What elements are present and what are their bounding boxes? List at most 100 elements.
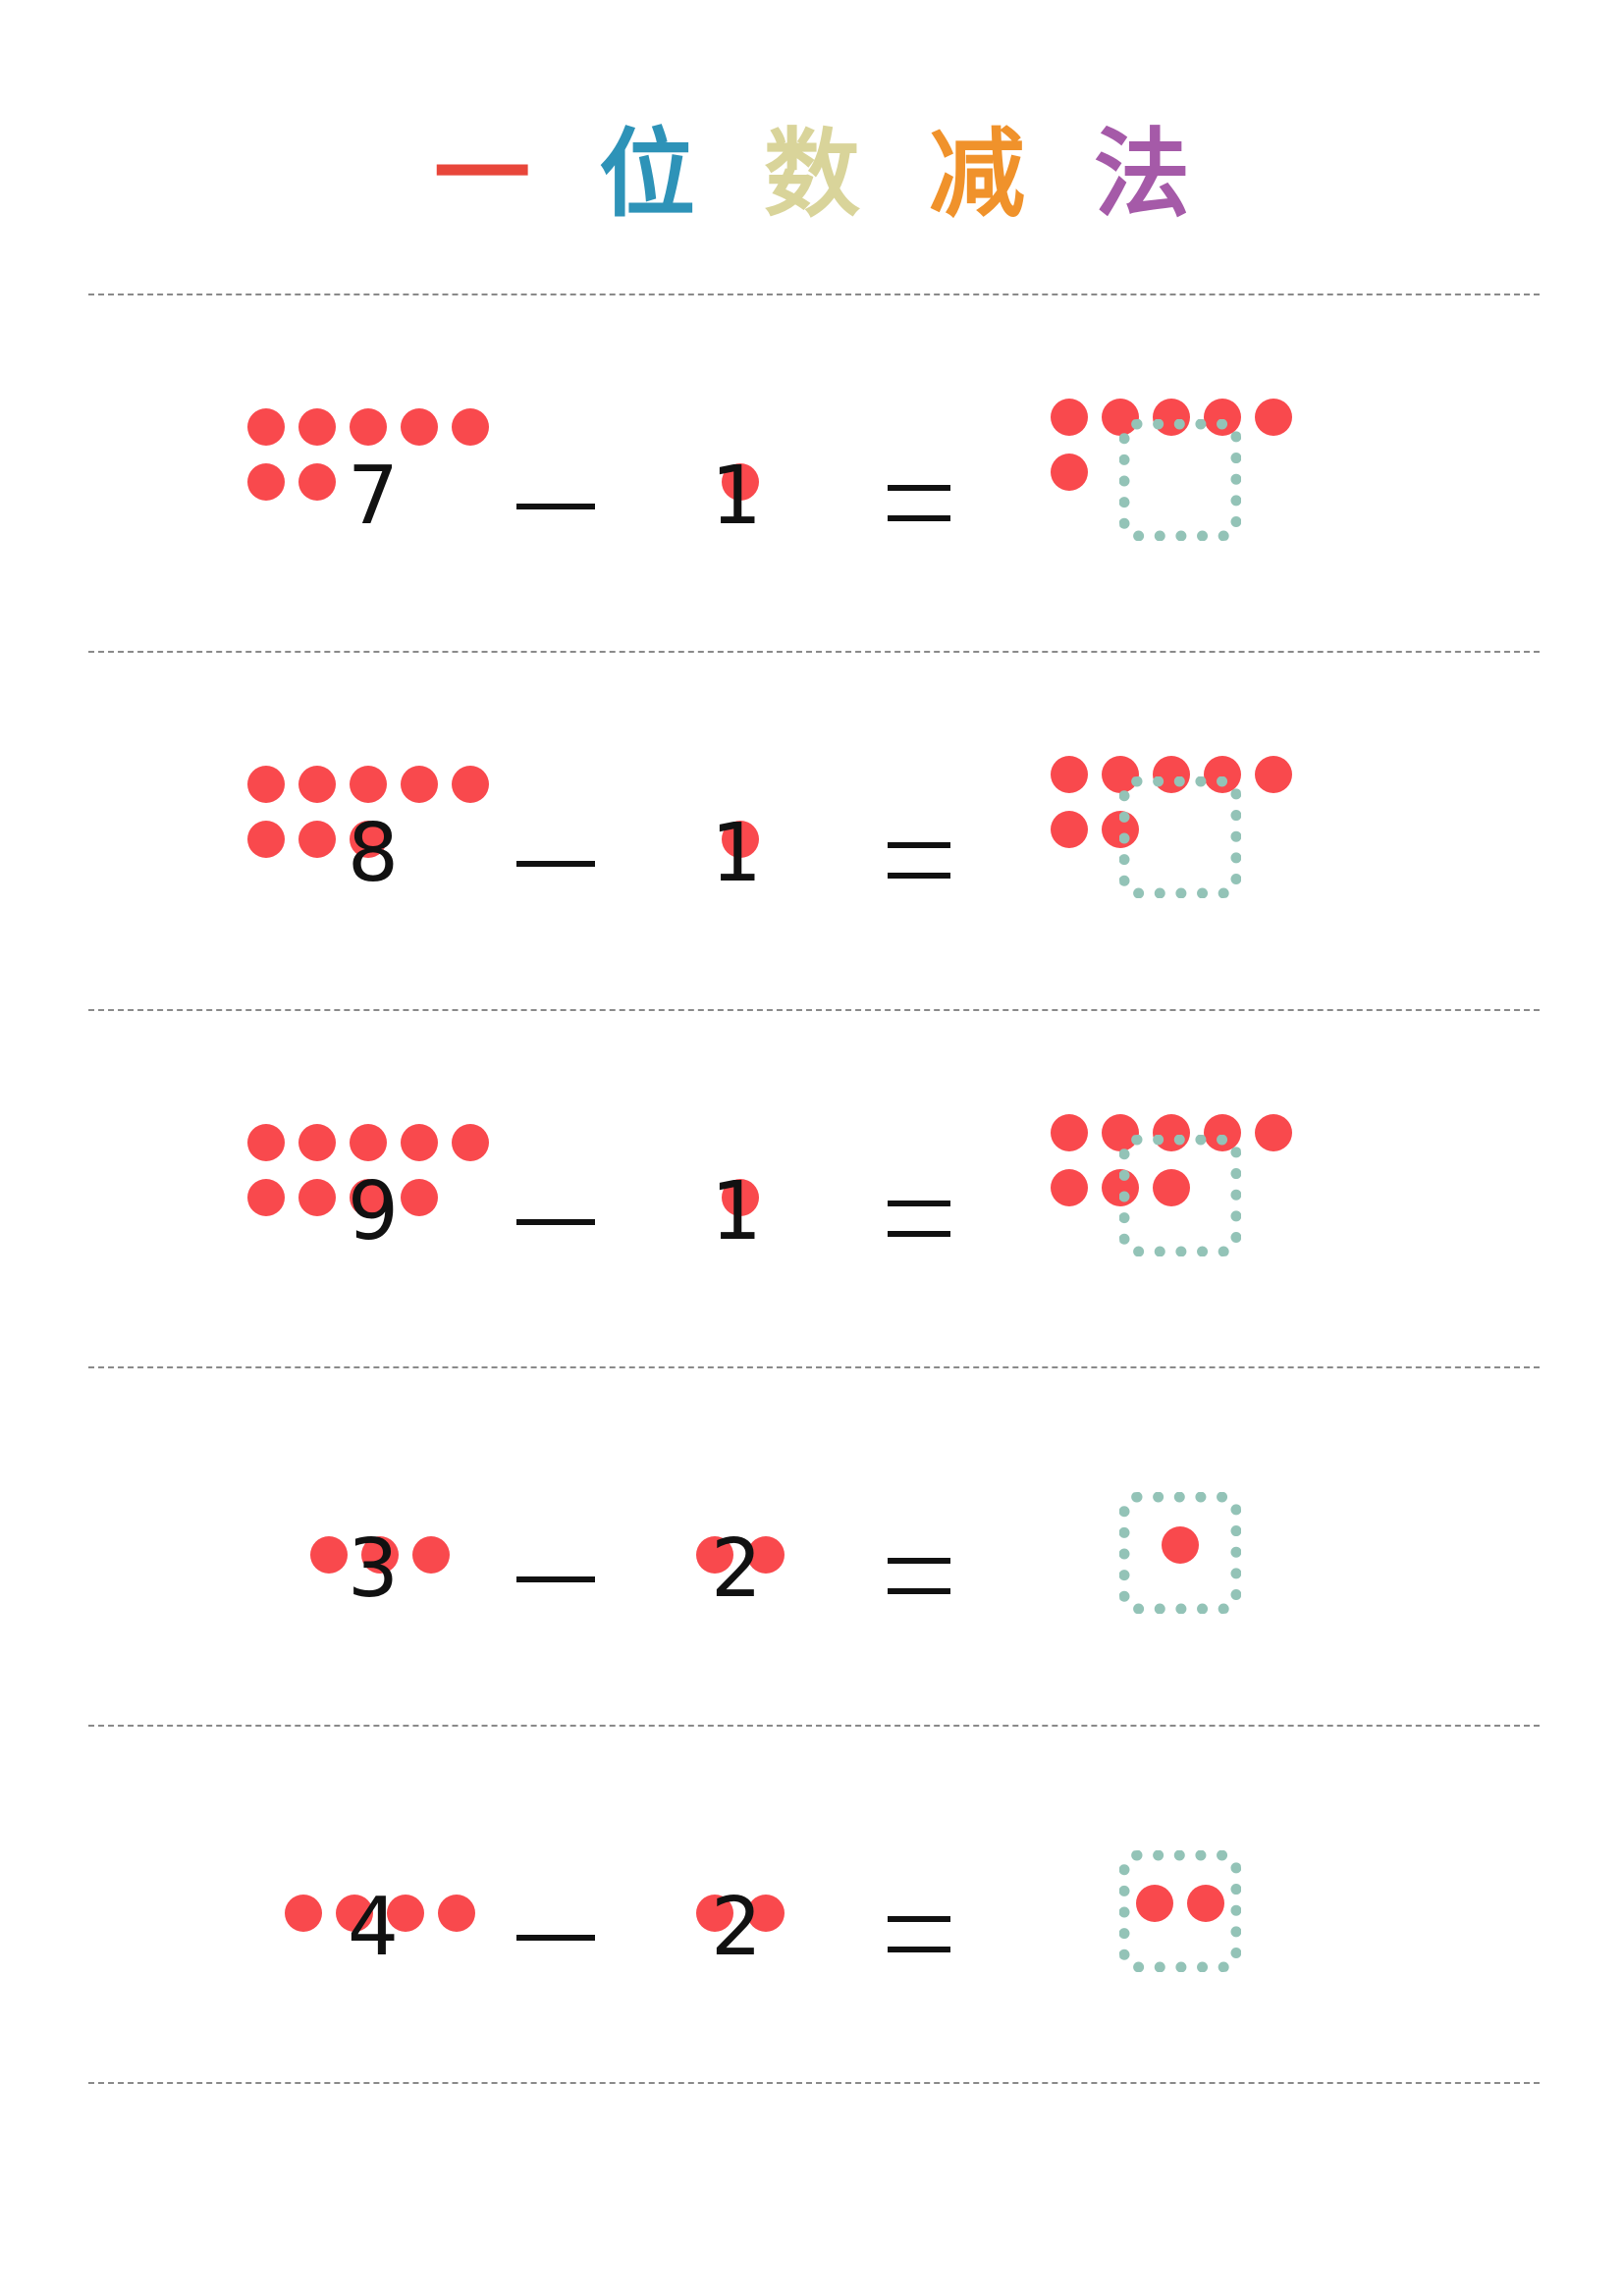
count-dot [350,1179,387,1216]
title-char-3: 数 [763,119,860,231]
count-dot [247,821,285,858]
divider [88,1725,1540,1727]
count-dot [298,1179,336,1216]
subtrahend-number: 1 [710,807,763,900]
count-dot [350,766,387,803]
count-dot [722,1179,759,1216]
answer-box[interactable] [1119,1135,1241,1256]
subtrahend-number: 1 [710,1165,763,1258]
count-dot [1051,1114,1088,1151]
count-dot [387,1895,424,1932]
minuend-number: 3 [347,1522,400,1616]
equals-sign [888,1201,950,1238]
count-dot [1051,399,1088,436]
subtrahend-number: 2 [710,1522,763,1616]
count-dot [747,1895,785,1932]
count-dot [285,1895,322,1932]
equals-sign [888,842,950,880]
result-dots [1051,1089,1316,1206]
divider [88,2082,1540,2084]
title-char-5: 法 [1094,119,1191,231]
problem-row: 9 1 [0,1010,1624,1368]
answer-box[interactable] [1119,1492,1241,1614]
divider [88,651,1540,653]
count-dot [722,821,759,858]
minuend-number: 7 [347,450,400,543]
count-dot [1255,399,1292,436]
count-dot [247,1124,285,1161]
count-dot [747,1536,785,1574]
minuend-number: 9 [347,1165,400,1258]
count-dot [696,1895,733,1932]
title-char-1: 一 [433,119,530,231]
answer-box[interactable] [1119,776,1241,898]
count-dot [401,1124,438,1161]
minuend-dots [247,740,513,858]
count-dot [336,1895,373,1932]
count-dot [350,408,387,446]
count-dot [298,408,336,446]
subtrahend-dots [608,1456,873,1574]
minuend-dots [247,383,513,501]
subtrahend-dots [608,1814,873,1932]
problem-row: 4 2 [0,1726,1624,2084]
minuend-dots [247,1814,513,1932]
minuend-dots [247,1098,513,1216]
problem-row: 7 1 [0,294,1624,653]
count-dot [247,1179,285,1216]
count-dot [452,766,489,803]
count-dot [247,408,285,446]
minus-sign [516,504,595,509]
count-dot [361,1536,399,1574]
divider [88,1009,1540,1011]
answer-box[interactable] [1119,1850,1241,1972]
count-dot [247,766,285,803]
subtrahend-number: 1 [710,450,763,543]
minus-sign [516,1219,595,1225]
minus-sign [516,861,595,867]
subtrahend-dots [608,383,873,501]
count-dot [310,1536,348,1574]
count-dot [1153,1169,1190,1206]
worksheet-title: 一 位 数 减 法 [0,116,1624,234]
count-dot [1051,756,1088,793]
count-dot [1162,1526,1199,1564]
count-dot [350,1124,387,1161]
count-dot [401,766,438,803]
count-dot [401,1179,438,1216]
subtrahend-number: 2 [710,1881,763,1974]
count-dot [298,463,336,501]
count-dot [401,408,438,446]
minuend-dots [247,1456,513,1574]
subtrahend-dots [608,1098,873,1216]
count-dot [1051,811,1088,848]
minuend-number: 8 [347,807,400,900]
count-dot [438,1895,475,1932]
count-dot [1187,1885,1224,1922]
count-dot [412,1536,450,1574]
minus-sign [516,1576,595,1582]
subtrahend-dots [608,740,873,858]
title-char-2: 位 [598,119,695,231]
count-dot [452,1124,489,1161]
answer-box[interactable] [1119,419,1241,541]
count-dot [1051,1169,1088,1206]
count-dot [350,821,387,858]
count-dot [247,463,285,501]
equals-sign [888,1558,950,1595]
result-dots [1048,1446,1313,1564]
equals-sign [888,485,950,522]
count-dot [696,1536,733,1574]
minuend-number: 4 [347,1881,400,1974]
count-dot [1255,1114,1292,1151]
count-dot [452,408,489,446]
count-dot [1136,1885,1173,1922]
minus-sign [516,1935,595,1941]
title-char-4: 减 [929,119,1026,231]
count-dot [1051,454,1088,491]
count-dot [722,463,759,501]
equals-sign [888,1916,950,1953]
problem-row: 3 2 [0,1367,1624,1726]
divider [88,294,1540,295]
problem-row: 8 1 [0,652,1624,1010]
